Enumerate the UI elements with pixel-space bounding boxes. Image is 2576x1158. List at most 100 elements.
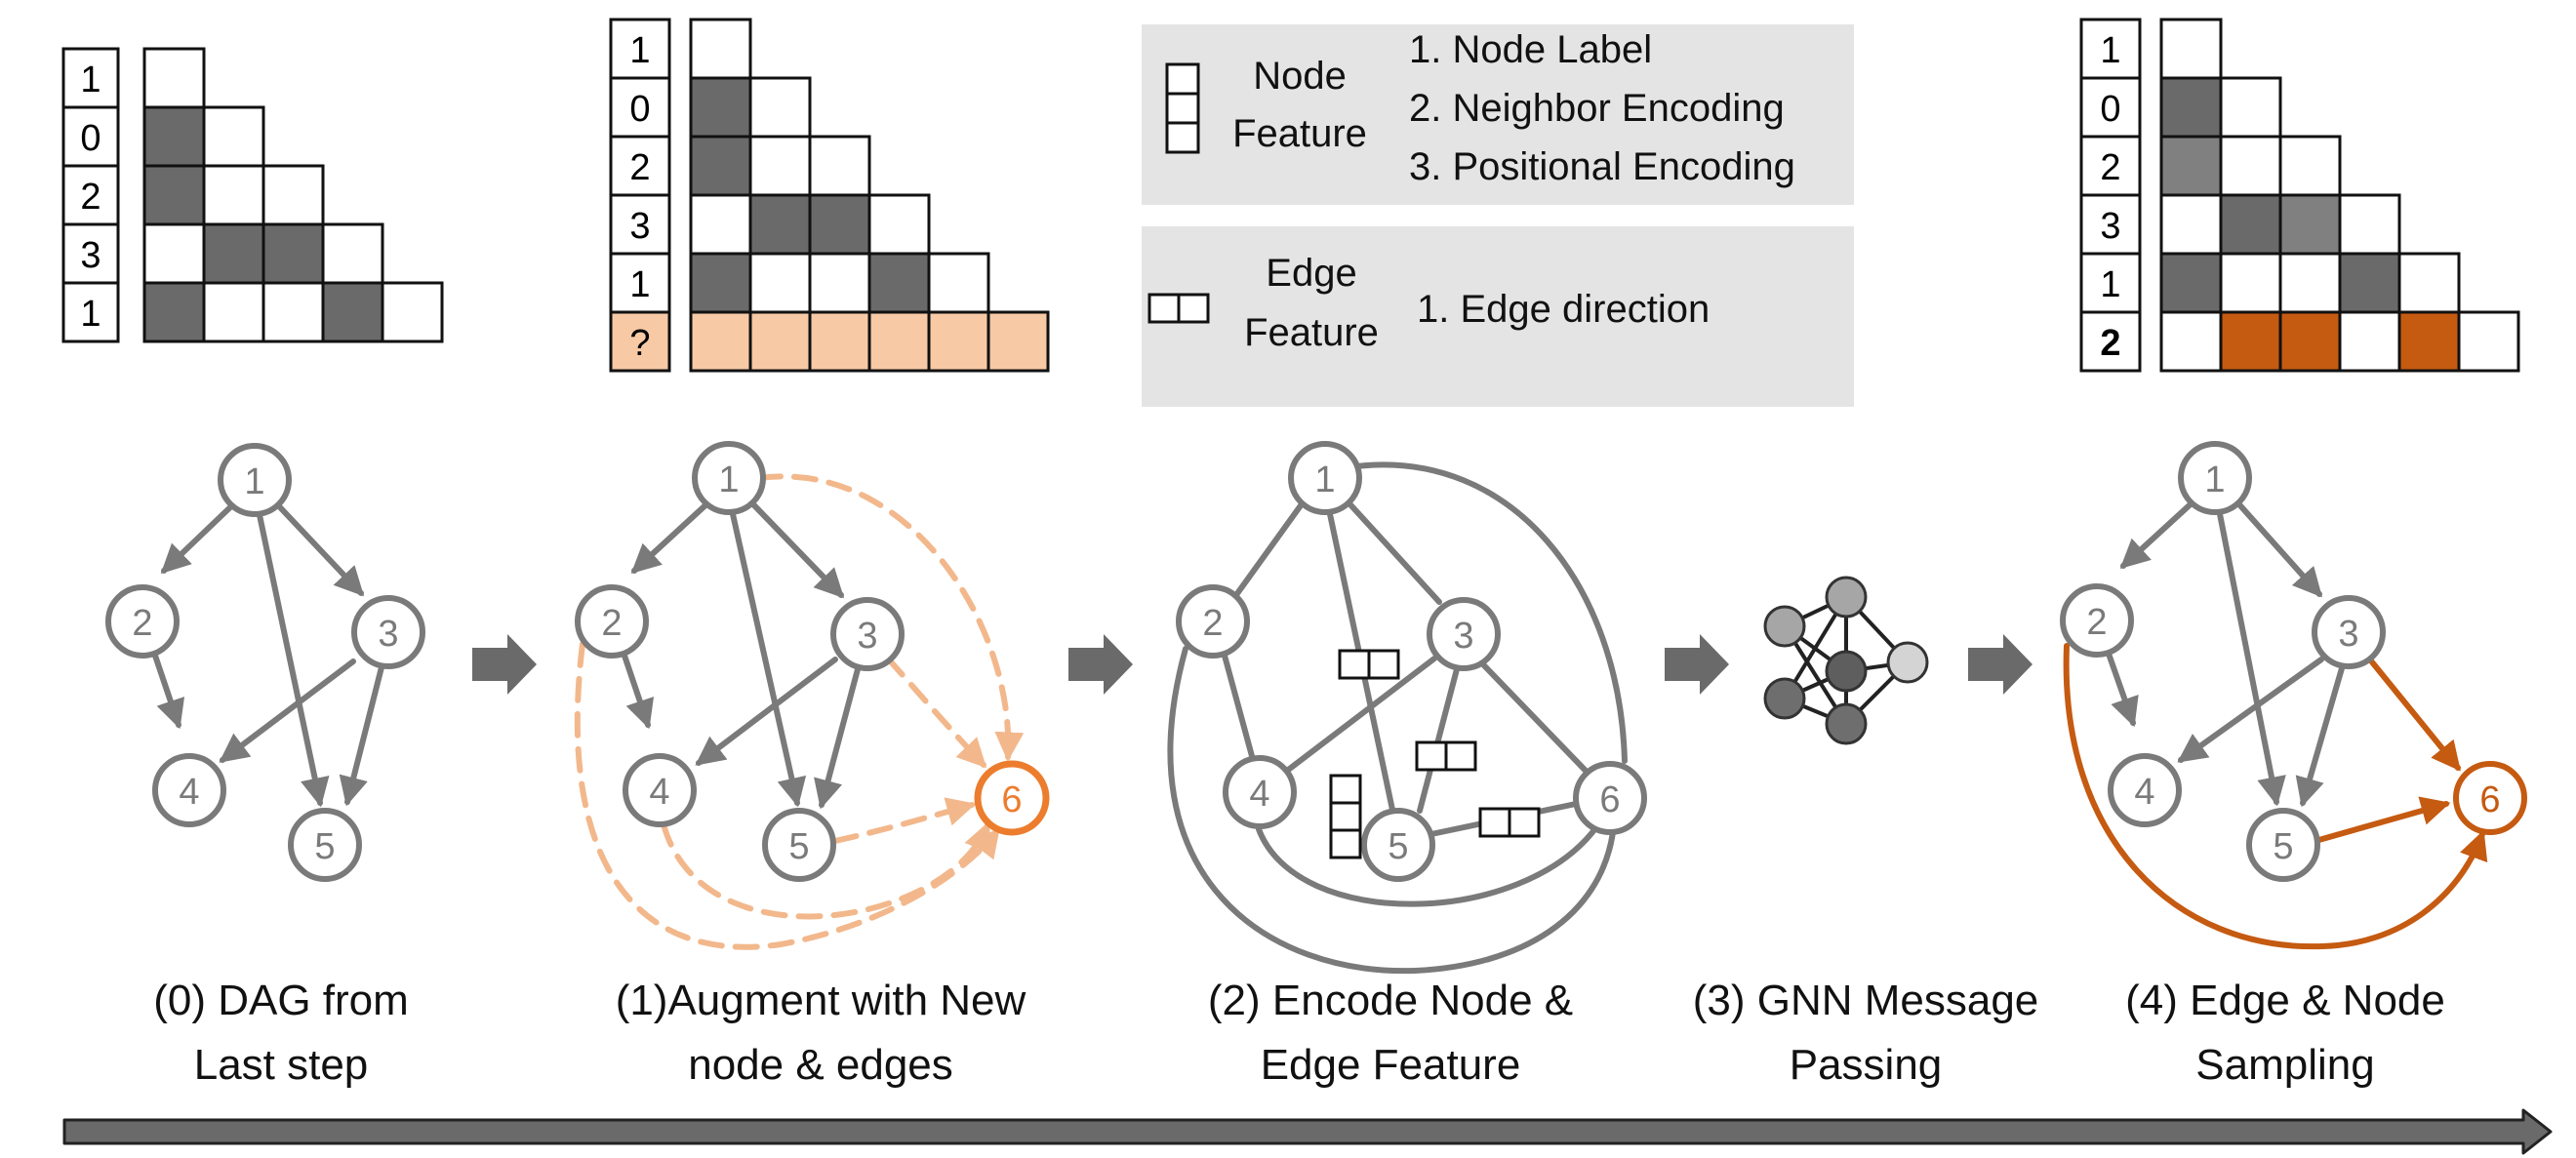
- sequence-label-cell: [609, 18, 671, 80]
- edge-1-5: [2217, 511, 2286, 807]
- sequence-label-cell: [61, 222, 120, 285]
- edge-feature-item-1: 1. Edge direction: [1417, 288, 1710, 331]
- matrix-cell: [2338, 193, 2401, 256]
- graph-4-node-3: 3: [2312, 595, 2386, 669]
- edge-3-5: [1417, 666, 1460, 814]
- svg-text:3: 3: [1453, 616, 1473, 657]
- node-feature-item-2: 2. Neighbor Encoding: [1409, 87, 1785, 130]
- node-feature-item-1: 1. Node Label: [1409, 28, 1652, 71]
- edge-2-6: [1167, 646, 1616, 975]
- matrix-cell: [867, 252, 931, 314]
- candidate-edge-1-6: [756, 473, 1025, 762]
- graph-step-1-nodes: 1 2 3 4 5 6: [575, 441, 1050, 882]
- matrix-cell: [808, 193, 871, 256]
- matrix-cell: [321, 281, 384, 343]
- caption-step-4-line-2: Sampling: [2195, 1041, 2374, 1089]
- graph-step-1-candidate-edges: [574, 473, 1025, 950]
- sequence-label: 0: [80, 118, 101, 159]
- matrix-cell: [689, 18, 752, 80]
- matrix-cell: [2457, 310, 2520, 373]
- edge-1-6: [1353, 461, 1628, 764]
- sequence-label-cell: [2079, 252, 2142, 314]
- svg-text:3: 3: [2338, 614, 2358, 655]
- matrix-cell: [2219, 135, 2282, 197]
- edge-3-4: [219, 659, 356, 763]
- matrix-cell: [202, 281, 265, 343]
- matrix-cell: [927, 310, 990, 373]
- svg-text:2: 2: [1202, 603, 1223, 644]
- edge-3-5: [339, 664, 384, 807]
- sequence-label: 3: [80, 235, 101, 276]
- svg-text:5: 5: [788, 826, 809, 867]
- sequence-label: 2: [80, 177, 101, 218]
- sequence-label: 3: [629, 206, 650, 247]
- sequence-label: 1: [2100, 30, 2120, 71]
- svg-text:5: 5: [314, 826, 335, 867]
- graph-2-node-2: 2: [1176, 584, 1250, 659]
- sequence-label: 2: [2100, 323, 2120, 364]
- sequence-label-cell: [609, 252, 671, 314]
- caption-step-0-line-1: (0) DAG from: [153, 977, 409, 1024]
- sequence-label: ?: [629, 323, 650, 364]
- svg-text:3: 3: [378, 614, 398, 655]
- svg-text:1: 1: [718, 459, 739, 500]
- matrix-cell: [748, 252, 812, 314]
- matrix-cell: [867, 193, 931, 256]
- edge-1-2: [1230, 499, 1307, 602]
- svg-text:1: 1: [2204, 459, 2225, 500]
- node-feature-panel: [1142, 24, 1854, 205]
- sequence-label-cell: [2079, 310, 2142, 373]
- sequence-label: 0: [2100, 89, 2120, 130]
- right-arrow-icon: [1068, 634, 1133, 695]
- neural-network-icon: [1763, 576, 1929, 745]
- caption-step-3-line-1: (3) GNN Message: [1693, 977, 2039, 1024]
- graph-2-node-5: 5: [1361, 808, 1435, 882]
- matrix-cell: [2159, 252, 2223, 314]
- edge-3-6: [1475, 657, 1590, 775]
- caption-step-1-line-2: node & edges: [688, 1041, 953, 1089]
- timeline-arrow: [62, 1108, 2553, 1155]
- edge-1-3: [748, 499, 845, 599]
- sequence-label: 2: [629, 147, 650, 188]
- sequence-label: 1: [80, 294, 101, 335]
- step-captions: (0) DAG from Last step (1)Augment with N…: [153, 977, 2445, 1089]
- caption-step-3-line-2: Passing: [1790, 1041, 1943, 1089]
- graph-0-node-3: 3: [351, 595, 425, 669]
- edge-1-2: [630, 501, 709, 575]
- node-feature-title-line-2: Feature: [1232, 112, 1367, 155]
- svg-text:2: 2: [601, 603, 622, 644]
- matrix-cell: [689, 310, 752, 373]
- sequence-label-cell: [609, 135, 671, 197]
- matrix-cell: [2278, 252, 2342, 314]
- matrix-cell: [748, 310, 812, 373]
- matrix-cell: [321, 222, 384, 285]
- svg-text:2: 2: [2086, 602, 2107, 643]
- graph-2-node-4: 4: [1223, 755, 1297, 829]
- svg-text:6: 6: [1001, 779, 1022, 820]
- node-feature-item-3: 3. Positional Encoding: [1409, 145, 1795, 188]
- graph-2-node-3: 3: [1427, 597, 1501, 671]
- matrix-cell: [2159, 76, 2223, 139]
- graph-4-node-2: 2: [2060, 583, 2134, 658]
- edge-4-6: [1256, 824, 1599, 907]
- edge-1-3: [1344, 498, 1442, 605]
- matrix-cell: [262, 164, 325, 226]
- graph-step-4: [2106, 499, 2345, 808]
- sequence-label: 1: [629, 264, 650, 305]
- matrix-cell: [808, 135, 871, 197]
- candidate-edge-2-6: [574, 641, 1000, 950]
- graph-2-node-1: 1: [1288, 441, 1362, 515]
- graph-1-node-6-new: 6: [974, 760, 1050, 836]
- sequence-label-cell: [609, 310, 671, 373]
- matrix-cell: [2338, 310, 2401, 373]
- sequence-label: 1: [2100, 264, 2120, 305]
- graph-4-node-4: 4: [2108, 753, 2182, 827]
- edge-2-4: [622, 653, 655, 730]
- caption-step-0-line-2: Last step: [194, 1041, 369, 1089]
- right-arrow-icon: [1665, 634, 1729, 695]
- graph-2-node-6: 6: [1573, 761, 1647, 835]
- edge-feature-title-line-2: Feature: [1244, 311, 1379, 354]
- matrix-cell: [142, 222, 206, 285]
